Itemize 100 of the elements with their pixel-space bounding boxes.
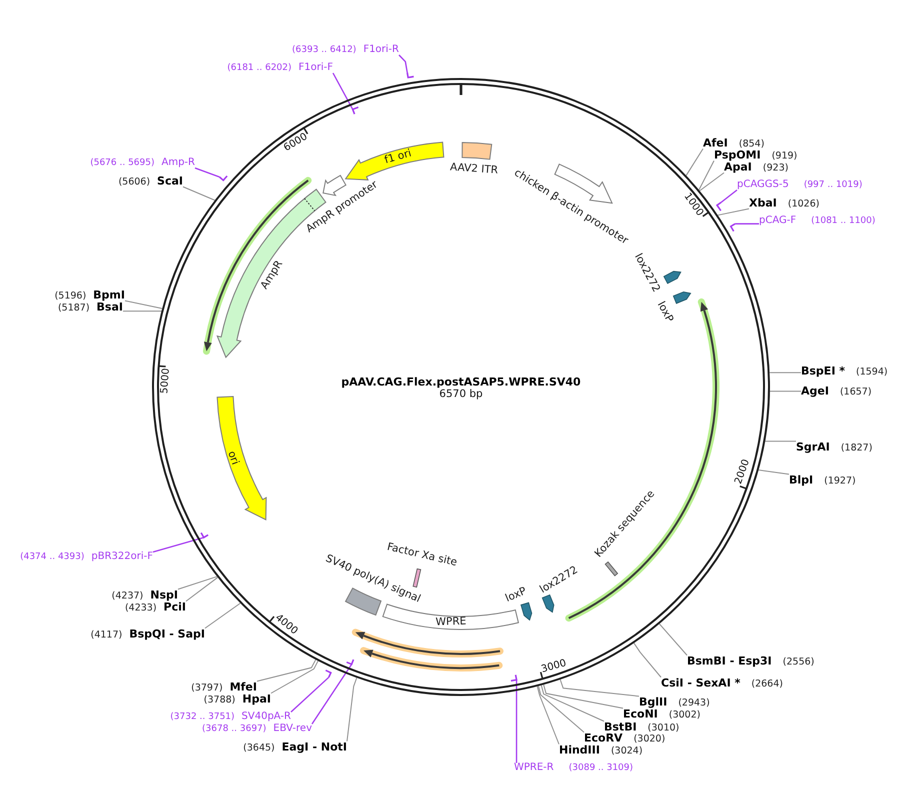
cut-position: (3645) xyxy=(243,743,275,753)
leader-line xyxy=(769,372,802,374)
enzyme-name: BsmBI - Esp3I xyxy=(687,655,772,666)
enzyme-name: AfeI xyxy=(703,137,728,148)
leader-line xyxy=(178,576,218,590)
leader-line xyxy=(720,189,738,203)
leader-line xyxy=(332,72,354,110)
cut-position: (1827) xyxy=(840,443,872,453)
lox-site-marker xyxy=(540,593,556,614)
enzyme-name: ApaI xyxy=(724,161,752,172)
leader-line xyxy=(538,686,584,733)
leader-line xyxy=(758,470,790,475)
cut-position: (923) xyxy=(762,163,788,173)
primer-name: pBR322ori-F xyxy=(91,552,153,562)
leader-line xyxy=(398,54,408,73)
enzyme-name: EcoRV xyxy=(584,732,623,744)
scale-label: 6000 xyxy=(282,132,310,154)
enzyme-name: PspOMI xyxy=(714,149,761,160)
cut-position: (1594) xyxy=(856,367,888,377)
plasmid-name: pAAV.CAG.Flex.postASAP5.WPRE.SV40 xyxy=(341,376,581,387)
cut-position: (3020) xyxy=(634,734,666,744)
leader-line xyxy=(122,310,162,312)
leader-line xyxy=(536,686,560,745)
leader-line xyxy=(769,390,802,392)
lox-site-marker xyxy=(662,269,683,286)
cut-position: (2664) xyxy=(751,679,783,689)
leader-line xyxy=(124,300,163,310)
cut-position: (3788) xyxy=(204,695,236,705)
enzyme-name: EcoNI xyxy=(623,708,658,720)
leader-line xyxy=(311,664,352,724)
cut-position: (1026) xyxy=(788,199,820,209)
feature-arc xyxy=(215,395,268,522)
primer-name: pCAGGS-5 xyxy=(737,180,789,190)
enzyme-name: HpaI xyxy=(242,693,271,704)
leader-line xyxy=(560,679,640,697)
primer-binding-mark xyxy=(715,200,723,213)
cut-position: (919) xyxy=(772,151,798,161)
leader-line xyxy=(256,659,316,682)
leader-line xyxy=(633,642,662,678)
leader-line xyxy=(194,167,220,178)
cut-position: (1657) xyxy=(840,387,872,397)
site-marker xyxy=(603,560,620,578)
leader-line xyxy=(152,536,204,553)
leader-line xyxy=(764,440,796,442)
enzyme-name: BlpI xyxy=(789,474,814,486)
enzyme-name: EagI - NotI xyxy=(282,741,347,752)
leader-line xyxy=(186,576,218,602)
leader-line xyxy=(717,208,750,216)
enzyme-name: AgeI xyxy=(801,385,829,396)
primer-binding-mark xyxy=(351,105,360,116)
leader-line xyxy=(543,684,624,709)
primer-binding-mark xyxy=(199,531,210,539)
leader-line xyxy=(182,186,216,201)
primer-position: (6393 .. 6412) xyxy=(292,46,356,55)
cut-position: (5606) xyxy=(118,177,150,187)
primer-name: EBV-rev xyxy=(273,724,312,734)
primer-position: (3732 .. 3751) xyxy=(170,713,235,722)
primer-binding-mark xyxy=(218,174,229,182)
enzyme-name: BpmI xyxy=(93,289,125,300)
cut-position: (4233) xyxy=(124,603,157,613)
feature-arc xyxy=(344,140,446,182)
enzyme-name: PciI xyxy=(164,601,186,612)
primer-position: (3089 .. 3109) xyxy=(568,764,634,773)
primer-binding-mark xyxy=(729,222,737,233)
primer-position: (1081 .. 1100) xyxy=(811,217,876,226)
primer-name: SV40pA-R xyxy=(242,712,291,722)
feature-label: loxP xyxy=(504,586,528,604)
leader-line xyxy=(290,676,330,712)
leader-line xyxy=(698,160,714,190)
cut-position: (3024) xyxy=(610,746,643,756)
leader-line xyxy=(735,223,759,224)
leader-line xyxy=(270,660,319,694)
cut-position: (2556) xyxy=(782,657,814,667)
enzyme-name: HindIII xyxy=(559,744,600,756)
scale-label: 3000 xyxy=(540,658,568,676)
enzyme-name: SgrAI xyxy=(796,441,830,452)
cut-position: (2943) xyxy=(678,698,710,708)
cut-position: (3797) xyxy=(191,683,223,693)
cut-position: (3010) xyxy=(648,723,680,733)
enzyme-name: ScaI xyxy=(157,175,183,186)
cut-position: (4237) xyxy=(112,591,144,601)
enzyme-name: BspEI * xyxy=(801,365,845,376)
primer-name: pCAG-F xyxy=(759,216,796,226)
enzyme-name: BstBI xyxy=(604,721,637,732)
leader-line xyxy=(204,602,241,629)
scale-label: 5000 xyxy=(160,368,172,394)
primer-binding-mark xyxy=(324,668,333,679)
feature-block xyxy=(381,602,520,631)
enzyme-name: BspQI - SapI xyxy=(129,628,205,640)
cut-position: (1927) xyxy=(824,476,856,486)
enzyme-name: BsaI xyxy=(96,301,123,312)
primer-name: F1ori-R xyxy=(363,45,399,55)
cut-position: (5187) xyxy=(58,303,90,313)
leader-line xyxy=(540,684,604,722)
cut-position: (5196) xyxy=(54,291,86,301)
primer-binding-mark xyxy=(509,673,519,683)
primer-position: (997 .. 1019) xyxy=(804,181,862,190)
cut-position: (3002) xyxy=(668,710,700,720)
primer-name: Amp-R xyxy=(162,158,195,168)
feature-label: ori xyxy=(226,450,240,466)
